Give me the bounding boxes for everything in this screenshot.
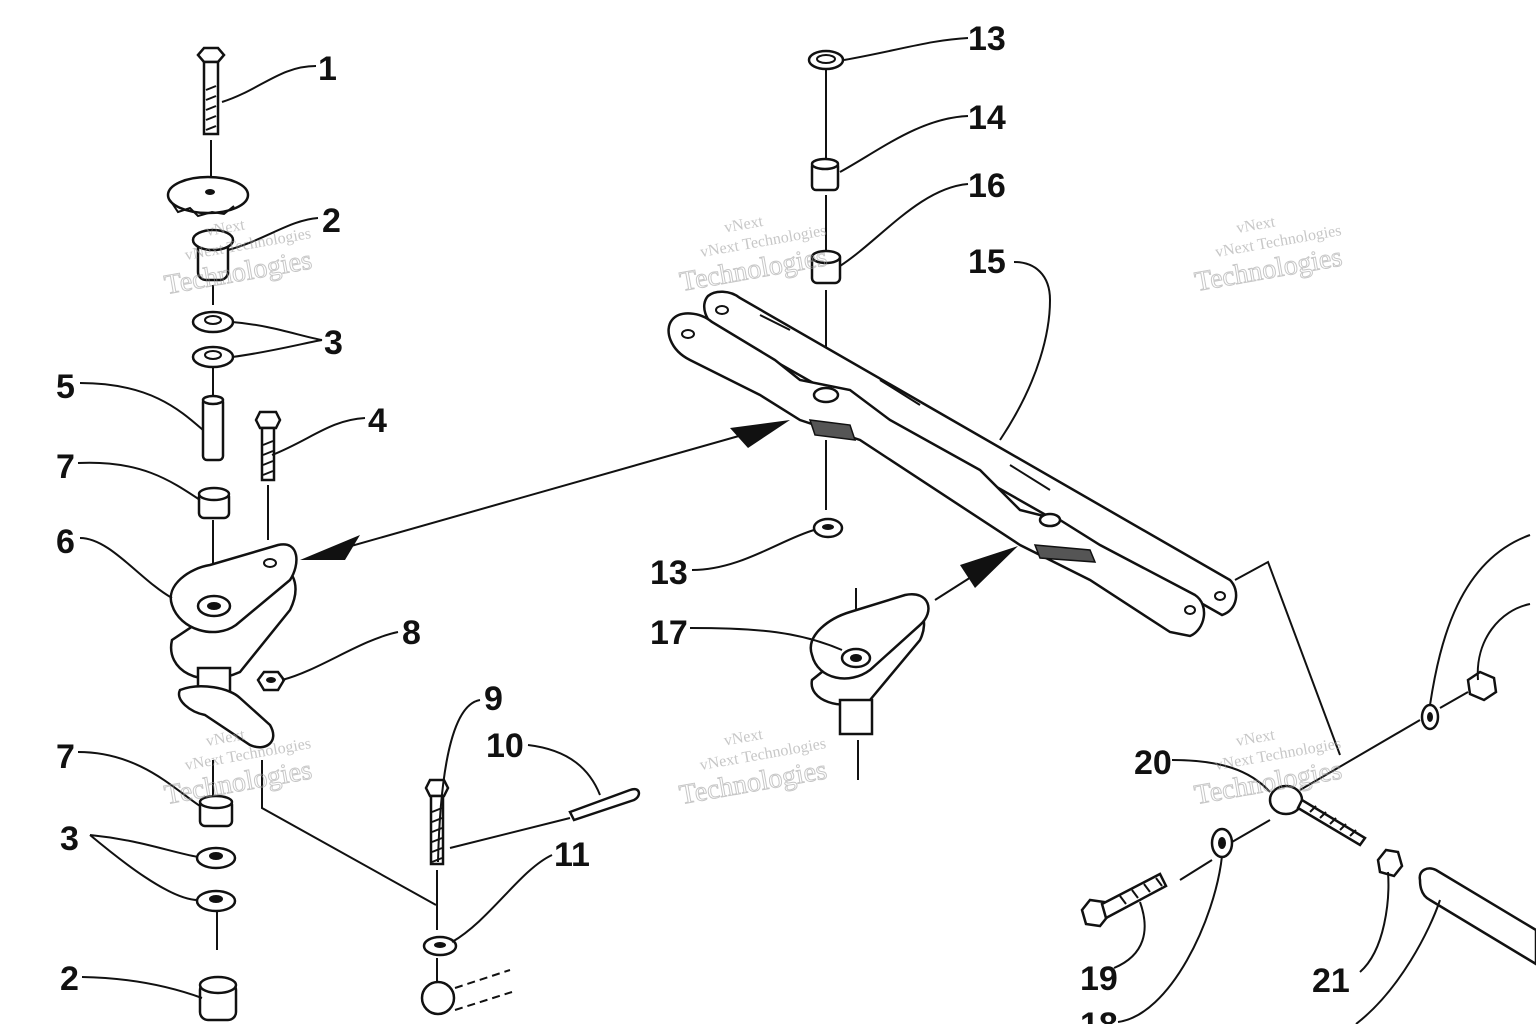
- part-19-bolt: [1080, 872, 1168, 928]
- part-4-bolt: [254, 410, 282, 482]
- callout-numbers: 1 2 3 4 5 7 6 8 7 3 2 9 10 11 13 14 16 1…: [56, 20, 1350, 1024]
- callout-4: 4: [368, 402, 387, 440]
- watermark-2: vNext vNext Technologies Technologies: [677, 213, 830, 299]
- part-1-bolt: [196, 46, 226, 136]
- callout-6: 6: [56, 523, 75, 561]
- part-15-frame: [667, 290, 1238, 638]
- leader-lines: [77, 37, 1531, 1024]
- callout-3-top: 3: [324, 324, 343, 362]
- part-13-washer-top: [807, 49, 845, 71]
- part-18-washer: [1210, 827, 1234, 859]
- callout-8: 8: [402, 614, 421, 652]
- callout-3-bottom: 3: [60, 820, 79, 858]
- watermark-3: vNext vNext Technologies Technologies: [1192, 213, 1345, 298]
- part-3-washers-top: [191, 310, 235, 369]
- right-linkage-assembly: [1080, 560, 1536, 966]
- watermark-2-text-a: vNext: [723, 213, 765, 237]
- callout-9: 9: [484, 680, 503, 718]
- callout-13-top: 13: [968, 20, 1006, 58]
- center-assembly: [667, 49, 1238, 780]
- left-pivot-assembly: [166, 46, 437, 1022]
- part-5-sleeve: [201, 394, 225, 462]
- part-16-nut: [810, 249, 842, 285]
- ball-joint-end: [420, 969, 513, 1016]
- callout-15: 15: [968, 243, 1006, 281]
- callout-7-top: 7: [56, 448, 75, 486]
- part-11-washer: [422, 935, 458, 957]
- watermark-5-text-a: vNext: [723, 726, 765, 750]
- part-10-cotter-pin: [568, 787, 641, 822]
- callout-20: 20: [1134, 744, 1172, 782]
- right-nut-top: [1466, 670, 1498, 702]
- lock-washer: [166, 175, 250, 218]
- callout-1: 1: [318, 50, 337, 88]
- watermark-1-text-a: vNext: [205, 216, 247, 240]
- right-washer: [1420, 703, 1440, 731]
- part-2-castle-nut-top: [191, 228, 235, 282]
- part-2-castle-nut-bottom: [198, 975, 238, 1022]
- part-20-ball-joint: [1268, 784, 1367, 847]
- callout-5: 5: [56, 368, 75, 406]
- callout-2-top: 2: [322, 202, 341, 240]
- part-17-lever: [809, 588, 930, 780]
- callout-17: 17: [650, 614, 688, 652]
- part-6-lever-plate: [169, 543, 298, 749]
- callout-19: 19: [1080, 960, 1118, 998]
- callout-14: 14: [968, 99, 1006, 137]
- part-7-bushing-bottom: [198, 794, 234, 828]
- right-tube: [1418, 867, 1536, 966]
- assembly-arrows: [300, 420, 1018, 601]
- callout-7-bottom: 7: [56, 738, 75, 776]
- part-7-bushing-top: [197, 486, 231, 520]
- callout-13-bottom: 13: [650, 554, 688, 592]
- part-8-nut: [256, 670, 286, 692]
- watermark-5: vNext vNext Technologies Technologies: [677, 726, 830, 812]
- part-21-nut: [1376, 848, 1404, 878]
- callout-16: 16: [968, 167, 1006, 205]
- watermark-3-text-a: vNext: [1235, 213, 1277, 237]
- watermarks: vNext vNext Technologies Technologies vN…: [162, 213, 1345, 812]
- part-13-washer-bottom: [812, 517, 844, 539]
- callout-21: 21: [1312, 962, 1350, 1000]
- callout-2-bottom: 2: [60, 960, 79, 998]
- watermark-1: vNext vNext Technologies Technologies: [162, 216, 315, 301]
- callout-18: 18: [1080, 1006, 1118, 1024]
- watermark-4: vNext vNext Technologies Technologies: [162, 726, 315, 811]
- part-14-spacer: [810, 157, 840, 192]
- part-3-washers-bottom: [195, 846, 237, 913]
- callout-10: 10: [486, 727, 524, 765]
- watermark-4-text-a: vNext: [205, 726, 247, 750]
- bolt-9-group: [420, 778, 641, 1016]
- watermark-6-text-a: vNext: [1235, 726, 1277, 750]
- callout-11: 11: [554, 836, 590, 874]
